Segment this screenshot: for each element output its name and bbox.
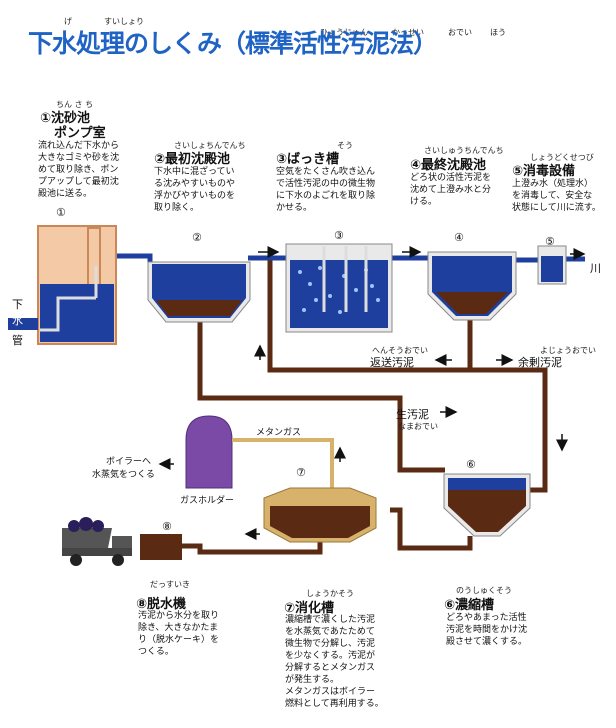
dewatering-machine xyxy=(140,534,182,560)
step-7-ruby: しょうかそう xyxy=(306,589,354,598)
flow-arrows xyxy=(158,246,586,540)
step-6-title: ⑥濃縮槽 xyxy=(444,598,495,613)
primary-settling-tank xyxy=(147,261,251,323)
title-ruby-odei: おでい xyxy=(448,28,472,37)
step-7-title: ⑦消化槽 xyxy=(284,601,335,616)
step-5-title: ⑤消毒設備 xyxy=(512,164,576,179)
gas-holder xyxy=(185,415,334,489)
step-7-description: 濃縮槽で濃くした汚泥を水蒸気であたためて微生物で分解し、汚泥を少なくする。汚泥が… xyxy=(285,615,384,709)
step-2-ruby: さいしょちんでんち xyxy=(174,141,246,150)
sewer-label-2: 水 xyxy=(12,314,23,327)
primary-sludge-pipe xyxy=(197,318,445,473)
step-3-title: ③ばっき槽 xyxy=(276,152,340,167)
sewer-label-1: 下 xyxy=(12,298,23,311)
excess-sludge-pipe xyxy=(470,367,548,493)
return-sludge-pipe xyxy=(267,260,473,373)
truck-icon xyxy=(62,517,132,566)
step-1-description: 流れ込んだ下水から大きなゴミや砂を沈めて取り除き、ポンプアップして最初沈殿池に送… xyxy=(38,141,120,199)
pump-room xyxy=(37,225,117,345)
page-title: 下水処理のしくみ（標準活性汚泥法） xyxy=(28,29,438,58)
diagram-number-1: ① xyxy=(56,206,66,219)
boiler-label-2: 水蒸気をつくる xyxy=(92,470,155,480)
step-6-description: どろやあまった活性汚泥を時間をかけ沈殿させて濃くする。 xyxy=(446,613,528,647)
excess-sludge-label: 余剰汚泥 xyxy=(518,356,562,369)
return-sludge-label: 返送汚泥 xyxy=(370,356,414,369)
river-label: 川 xyxy=(590,262,601,275)
return-sludge-ruby: へんそうおでい xyxy=(372,346,428,355)
title-ruby-kassei: かっせい xyxy=(392,28,424,37)
final-settling-tank xyxy=(427,251,517,321)
boiler-label-1: ボイラーへ xyxy=(106,457,152,467)
thickened-sludge-pipe xyxy=(390,507,473,551)
raw-sludge-label: 生汚泥 xyxy=(396,408,429,421)
thickener xyxy=(443,473,531,537)
diagram-number-5: ⑤ xyxy=(545,235,555,248)
title-ruby-ge: げ xyxy=(64,17,72,26)
step-3-ruby: そう xyxy=(337,141,353,150)
title-ruby-hou: ほう xyxy=(490,28,506,37)
disinfection-unit xyxy=(537,245,567,285)
step-6-ruby: のうしゅくそう xyxy=(456,586,512,595)
step-4-description: どろ状の活性汚泥を沈めて上澄み水と分ける。 xyxy=(410,173,492,207)
digested-sludge-pipe xyxy=(180,540,323,555)
step-4-ruby: さいしゅうちんでんち xyxy=(424,146,504,155)
step-3-description: 空気をたくさん吹き込んで活性汚泥の中の微生物に下水のよごれを取り除かせる。 xyxy=(276,167,376,213)
digester xyxy=(263,487,377,543)
gas-holder-label: ガスホルダー xyxy=(180,496,235,506)
sewer-label-3: 管 xyxy=(12,334,23,347)
step-2-description: 下水中に混ざっている沈みやすいものや浮かびやすいものを取り除く。 xyxy=(154,167,236,213)
step-8-title: ⑧脱水機 xyxy=(136,597,187,612)
step-5-ruby: しょうどくせつび xyxy=(530,153,594,162)
step-8-ruby: だっすいき xyxy=(150,580,190,589)
title-ruby-suishori: すいしょり xyxy=(104,17,144,26)
diagram-number-3: ③ xyxy=(334,229,344,242)
diagram-number-4: ④ xyxy=(454,231,464,244)
step-1-ruby: ちん さ ち xyxy=(56,100,94,109)
methane-gas-label: メタンガス xyxy=(256,428,302,438)
diagram-number-6: ⑥ xyxy=(466,458,476,471)
step-1-title-2: ポンプ室 xyxy=(54,126,106,141)
step-2-title: ②最初沈殿池 xyxy=(154,152,231,167)
aeration-tank xyxy=(285,243,393,333)
step-5-description: 上澄み水（処理水）を消毒して、安全な状態にして川に流す。 xyxy=(512,179,601,213)
excess-sludge-ruby: よじょうおでい xyxy=(540,346,596,355)
diagram-number-7: ⑦ xyxy=(296,466,306,479)
title-ruby-hyoujun: ひょうじゅん xyxy=(320,28,368,37)
diagram-number-8: ⑧ xyxy=(162,520,172,533)
sludge-pipes xyxy=(180,260,548,555)
diagram-number-2: ② xyxy=(192,231,202,244)
step-8-description: 汚泥から水分を取り除き、大きなかたまり（脱水ケーキ）をつくる。 xyxy=(138,611,220,657)
step-4-title: ④最終沈殿池 xyxy=(410,158,487,173)
sewer-pipe-inlet xyxy=(8,318,38,330)
step-1-title: ①沈砂池 xyxy=(40,111,91,126)
raw-sludge-ruby: なまおでい xyxy=(398,422,438,431)
